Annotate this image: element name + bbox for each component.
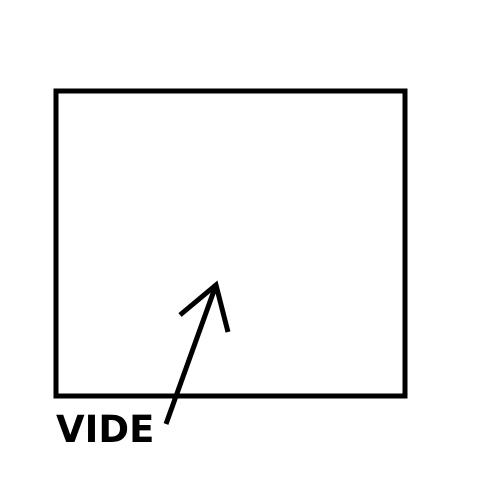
- empty-box: [53, 88, 408, 399]
- arrow-head: [178, 280, 231, 333]
- arrow-shaft: [163, 284, 219, 425]
- empty-label: VIDE: [56, 408, 154, 451]
